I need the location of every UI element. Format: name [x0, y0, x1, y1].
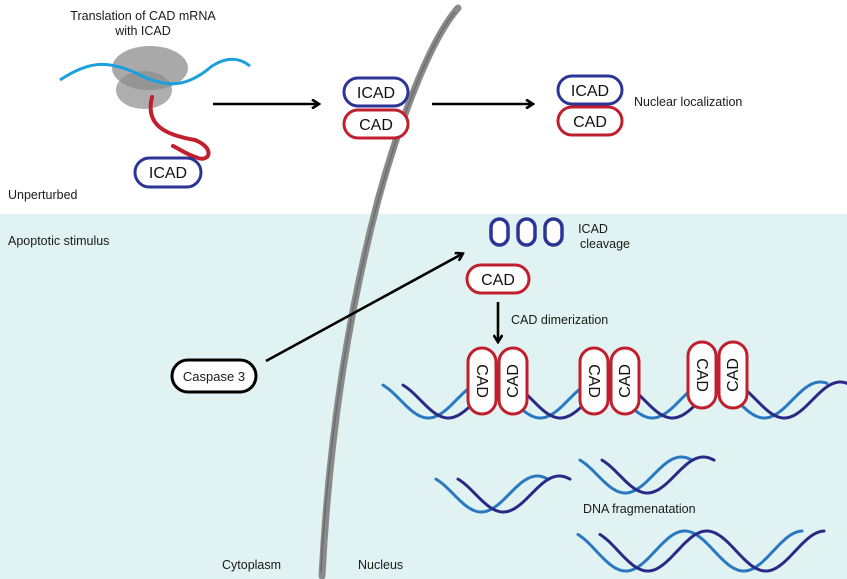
nuclear-localization-label: Nuclear localization	[634, 95, 742, 109]
dna-strand-dark	[598, 529, 826, 573]
translation-title-line1: Translation of CAD mRNA	[70, 9, 216, 23]
compartment-label-nucleus: Nucleus	[358, 558, 403, 572]
cad-monomer	[686, 340, 718, 410]
cad-monomer	[497, 346, 529, 416]
cad-monomer-label: CAD	[585, 364, 602, 398]
cad-monomer	[578, 346, 610, 416]
free-cad-label: CAD	[481, 272, 515, 289]
cad-monomer-label: CAD	[617, 364, 634, 398]
icad-fragment	[489, 217, 510, 247]
complex-nuc-cad-label: CAD	[573, 114, 607, 131]
compartment-label-cytoplasm: Cytoplasm	[222, 558, 281, 572]
dna-strand-light	[576, 529, 804, 573]
translation-title-line2: with ICAD	[114, 24, 171, 38]
cad-dimer: CAD CAD	[578, 346, 641, 416]
icad-fragment	[516, 217, 537, 247]
dna-strand-dark	[600, 455, 716, 495]
cad-monomer	[717, 340, 749, 410]
icad-cleavage-label-line2: cleavage	[580, 237, 630, 251]
icad-fragments	[489, 217, 564, 247]
cad-monomer-label: CAD	[505, 364, 522, 398]
nascent-polypeptide	[148, 95, 211, 161]
dna-strand-dark	[456, 474, 572, 514]
caspase-3-node: Caspase 3	[170, 358, 258, 394]
section-label-unperturbed: Unperturbed	[8, 188, 78, 202]
cad-monomer-label: CAD	[693, 358, 710, 392]
cad-dimers: CAD CAD CAD CAD CAD CAD	[466, 340, 749, 416]
cad-monomer-label: CAD	[473, 364, 490, 398]
cad-dimer: CAD CAD	[466, 346, 529, 416]
cad-monomer	[609, 346, 641, 416]
free-cad-protein: CAD	[465, 263, 531, 295]
icad-cad-complex-cytoplasm: ICAD CAD	[342, 76, 410, 140]
section-label-apoptotic: Apoptotic stimulus	[8, 234, 109, 248]
complex-cyto-cad-label: CAD	[359, 117, 393, 134]
icad-cad-complex-nucleus: ICAD CAD	[556, 74, 624, 137]
cad-monomer-label: CAD	[725, 358, 742, 392]
complex-cyto-icad-label: ICAD	[357, 85, 395, 102]
caspase-3-label: Caspase 3	[183, 369, 245, 384]
nuclear-membrane	[318, 4, 462, 579]
translated-icad-protein: ICAD	[133, 156, 203, 189]
dna-fragments	[434, 455, 826, 573]
arrow-caspase-to-icad	[265, 254, 462, 363]
icad-fragment	[543, 217, 564, 247]
ribosome-icon	[112, 46, 188, 109]
complex-nuc-icad-label: ICAD	[571, 83, 609, 100]
icad-cleavage-label-line1: ICAD	[578, 222, 608, 236]
translated-icad-label: ICAD	[149, 165, 187, 182]
cad-dimer: CAD CAD	[686, 340, 749, 410]
dna-fragmentation-label: DNA fragmenatation	[583, 502, 696, 516]
cad-dimerization-label: CAD dimerization	[511, 313, 608, 327]
mrna-strand	[59, 57, 251, 86]
cad-monomer	[466, 346, 498, 416]
